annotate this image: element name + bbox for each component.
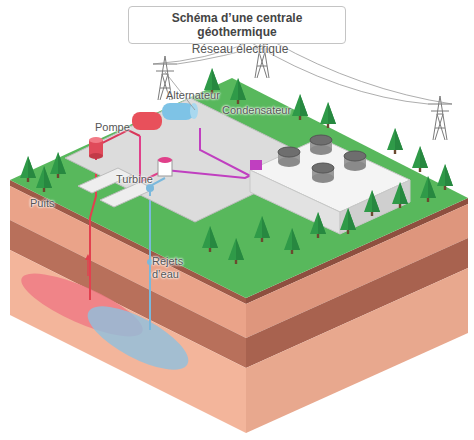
- pump-symbol-part: [89, 153, 103, 159]
- condenser-symbol-part: [344, 151, 366, 161]
- trees-part: [420, 176, 436, 202]
- trees-part: [364, 190, 380, 216]
- power-line: [153, 34, 452, 140]
- ground-right-face-part: [246, 268, 468, 433]
- trees-part: [50, 152, 66, 178]
- geothermal-reservoir-part: [79, 294, 197, 382]
- alternator-symbol: [132, 103, 198, 130]
- trees-part: [320, 102, 336, 128]
- condenser-symbol-part: [312, 163, 334, 173]
- power-line-part: [153, 42, 452, 110]
- trees: [20, 68, 453, 264]
- flow-arrows-part: [87, 258, 88, 276]
- part-label: Puits: [30, 197, 80, 210]
- condenser-symbol-part: [312, 173, 334, 183]
- pump-symbol: [89, 137, 103, 159]
- steam-pipes: [96, 128, 262, 196]
- trees-part: [202, 226, 218, 252]
- grass-surface: [10, 78, 468, 298]
- part-label: Réseau électrique: [180, 43, 300, 56]
- trees-part: [20, 156, 36, 182]
- condenser-symbol-part: [310, 145, 332, 155]
- trees-part: [392, 182, 408, 208]
- pump-symbol-part: [89, 137, 103, 143]
- trees-part: [340, 208, 356, 234]
- alternator-symbol-part: [162, 103, 194, 120]
- trees-part: [437, 164, 453, 190]
- part-label: Turbine: [116, 173, 176, 186]
- trees-part: [36, 166, 52, 192]
- condenser-symbol-part: [278, 157, 300, 167]
- part-label: Alternateur: [166, 89, 246, 102]
- condenser-symbol-part: [278, 147, 300, 157]
- diagram-title: Schéma d’une centrale géothermique: [128, 6, 346, 44]
- condenser-symbol-part: [344, 161, 366, 171]
- trees-part: [284, 228, 300, 254]
- power-line-part-part: [274, 42, 452, 104]
- flow-arrows: [85, 248, 153, 276]
- trees-part: [292, 94, 308, 120]
- condenser-symbol-part: [310, 135, 332, 145]
- part-label: Pompe: [95, 121, 155, 134]
- turbine-symbol-part: [146, 184, 154, 192]
- alternator-symbol-part: [132, 112, 162, 130]
- part-label: Rejets d’eau: [152, 255, 198, 281]
- flow-arrows-part: [85, 254, 91, 260]
- trees-part: [254, 216, 270, 242]
- trees-part: [412, 146, 428, 172]
- condenser-symbol-part: [250, 160, 262, 170]
- condenser-symbol: [250, 135, 410, 234]
- condenser-symbol-part: [340, 180, 410, 234]
- trees-part: [387, 128, 403, 154]
- part-label: Condensateur: [222, 104, 312, 117]
- trees-part: [228, 238, 244, 264]
- turbine-symbol-part: [158, 157, 172, 163]
- plant-slab: [100, 182, 154, 207]
- flow-arrows-part: [149, 248, 150, 260]
- power-line-part: [428, 96, 452, 140]
- trees-part: [230, 78, 246, 104]
- trees-part: [310, 212, 326, 238]
